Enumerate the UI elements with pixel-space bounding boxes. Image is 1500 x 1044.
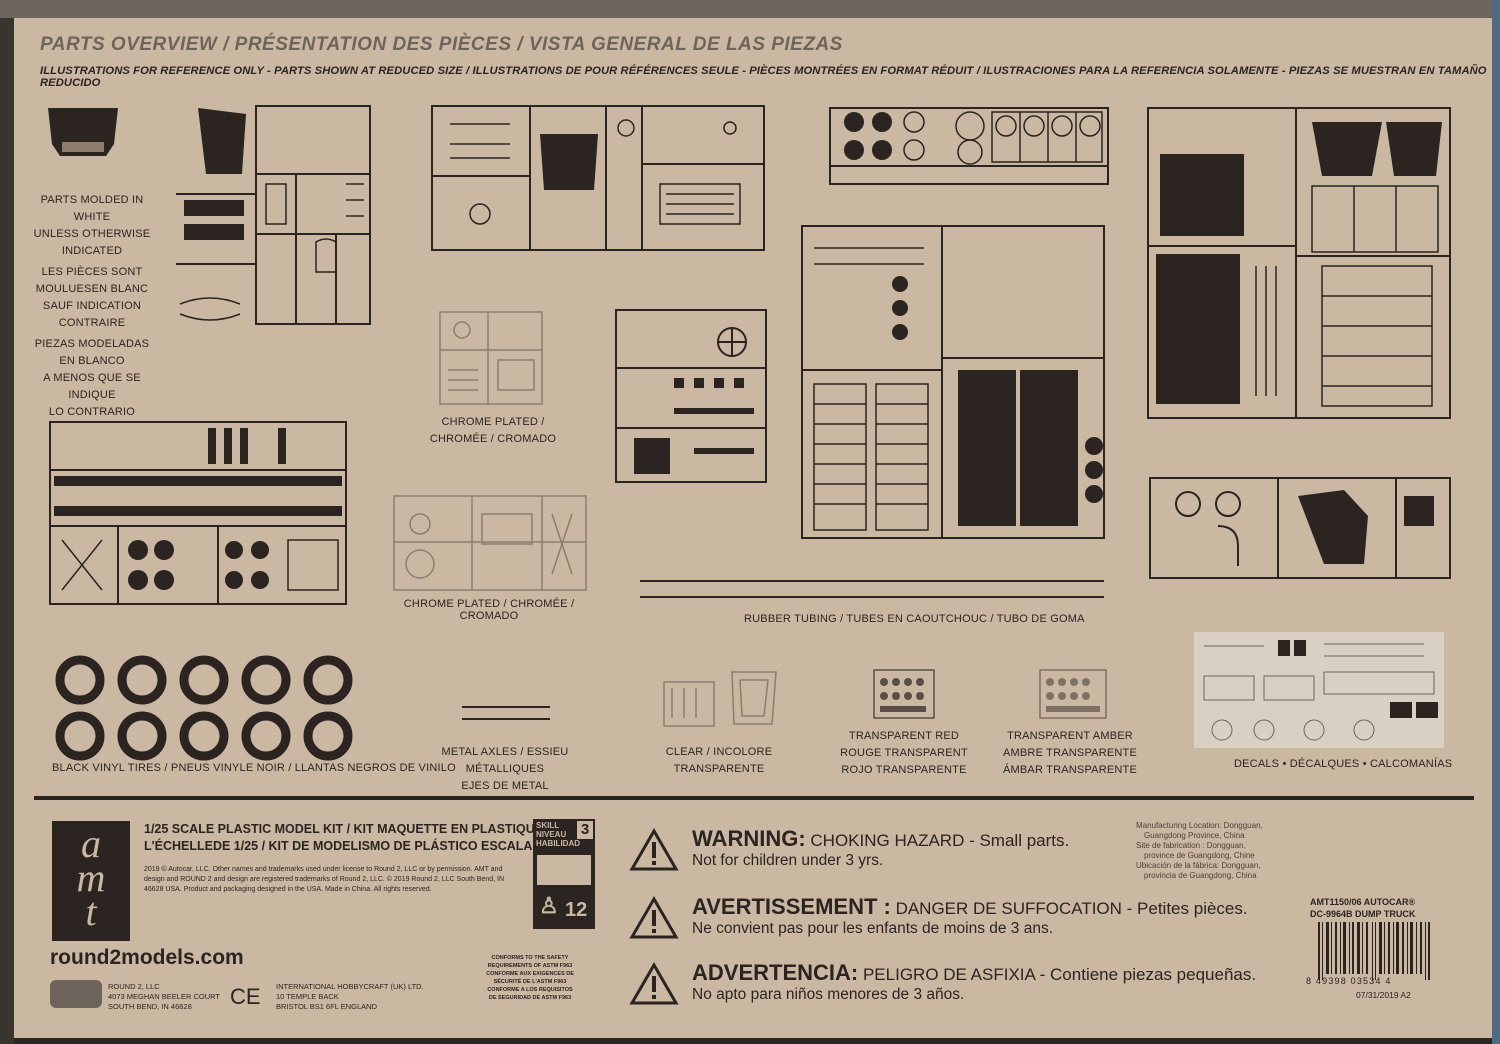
- manufacturing-location: Manufacturing Location: Dongguan,Guangdo…: [1136, 821, 1263, 880]
- barcode: [1318, 922, 1430, 980]
- note-line: LO CONTRARIO: [48, 406, 136, 418]
- barcode-digits: 8 49398 03534 4: [1306, 976, 1392, 986]
- sprue-tree-chrome-2: [393, 495, 587, 591]
- tires-label: BLACK VINYL TIRES / PNEUS VINYLE NOIR / …: [52, 762, 456, 774]
- warning-triangle-icon: [629, 828, 679, 871]
- rubber-tubing-label: RUBBER TUBING / TUBES EN CAOUTCHOUC / TU…: [744, 613, 1085, 625]
- note-line: SAUF INDICATION: [42, 300, 142, 312]
- warning-triangle-icon: [629, 962, 679, 1005]
- chrome-plated-label-2: CHROME PLATED / CHROMÉE / CROMADO: [403, 598, 575, 622]
- note-line: LES PIÈCES SONT: [41, 266, 143, 278]
- sprue-tree-e: [49, 421, 347, 605]
- scale-description: 1/25 SCALE PLASTIC MODEL KIT / KIT MAQUE…: [144, 822, 560, 853]
- sprue-tree-f: [615, 309, 767, 483]
- sprue-tree-c: [829, 107, 1109, 185]
- note-line: PIEZAS MODELADAS: [34, 338, 150, 350]
- print-date: 07/31/2019 A2: [1356, 990, 1411, 1000]
- page-subtitle: ILLUSTRATIONS FOR REFERENCE ONLY - PARTS…: [40, 65, 1487, 89]
- warning-triangle-icon: [629, 896, 679, 939]
- sprue-tree-b: [431, 105, 765, 251]
- address-uk: INTERNATIONAL HOBBYCRAFT (UK) LTD.10 TEM…: [276, 982, 424, 1011]
- skill-level-number: 3: [577, 821, 593, 839]
- amber-parts-graphic: [1039, 669, 1107, 719]
- axle-2: [462, 718, 550, 720]
- age-figure-icon: ♙: [539, 893, 559, 918]
- cab-roof-part: [48, 108, 118, 156]
- legal-text: 2019 © Autocar, LLC. Other names and tra…: [144, 866, 505, 893]
- box-panel: PARTS OVERVIEW / PRÉSENTATION DES PIÈCES…: [14, 18, 1492, 1038]
- note-line: PARTS MOLDED IN WHITE: [40, 194, 144, 223]
- warning-es: ADVERTENCIA: PELIGRO DE ASFIXIA - Contie…: [692, 960, 1257, 1003]
- note-line: A MENOS QUE SE INDIQUE: [43, 372, 141, 401]
- note-line: EN BLANCO: [59, 355, 125, 367]
- note-line: INDICATED: [61, 245, 123, 257]
- note-line: MOULUESEN BLANC: [35, 283, 149, 295]
- rubber-tube-1: [640, 580, 1104, 582]
- chrome-plated-label-1: CHROME PLATED /CHROMÉE / CROMADO: [429, 416, 557, 445]
- product-code: AMT1150/06 AUTOCAR®DC-9964B DUMP TRUCK: [1310, 897, 1416, 919]
- sprue-tree-h: [1149, 477, 1451, 579]
- sprue-tree-chrome-1: [439, 311, 543, 405]
- age-number: 12: [565, 899, 588, 921]
- sprue-tree-a: [176, 105, 371, 325]
- note-line: UNLESS OTHERWISE: [33, 228, 151, 240]
- page-title: PARTS OVERVIEW / PRÉSENTATION DES PIÈCES…: [40, 34, 843, 55]
- tires-graphic: [55, 655, 353, 761]
- rubber-tube-2: [640, 596, 1104, 598]
- warning-fr: AVERTISSEMENT : DANGER DE SUFFOCATION - …: [692, 894, 1248, 937]
- hand-icon: [537, 855, 591, 885]
- sprue-tree-d: [1147, 107, 1451, 419]
- round2-seal-icon: [50, 980, 102, 1008]
- website[interactable]: round2models.com: [50, 946, 244, 969]
- note-line: CONTRAIRE: [58, 317, 126, 329]
- clear-parts-graphic: [663, 671, 777, 727]
- ce-mark: CE: [230, 984, 261, 1009]
- molded-notes: PARTS MOLDED IN WHITE UNLESS OTHERWISE I…: [32, 192, 152, 421]
- axle-1: [462, 706, 550, 708]
- decals-label: DECALS • DÉCALQUES • CALCOMANÍAS: [1234, 758, 1453, 770]
- red-parts-graphic: [873, 669, 935, 719]
- sprue-tree-g: [801, 225, 1105, 539]
- section-divider: [34, 796, 1474, 800]
- warning-en: WARNING: CHOKING HAZARD - Small parts. N…: [692, 826, 1070, 869]
- decal-sheet-graphic: [1194, 632, 1444, 748]
